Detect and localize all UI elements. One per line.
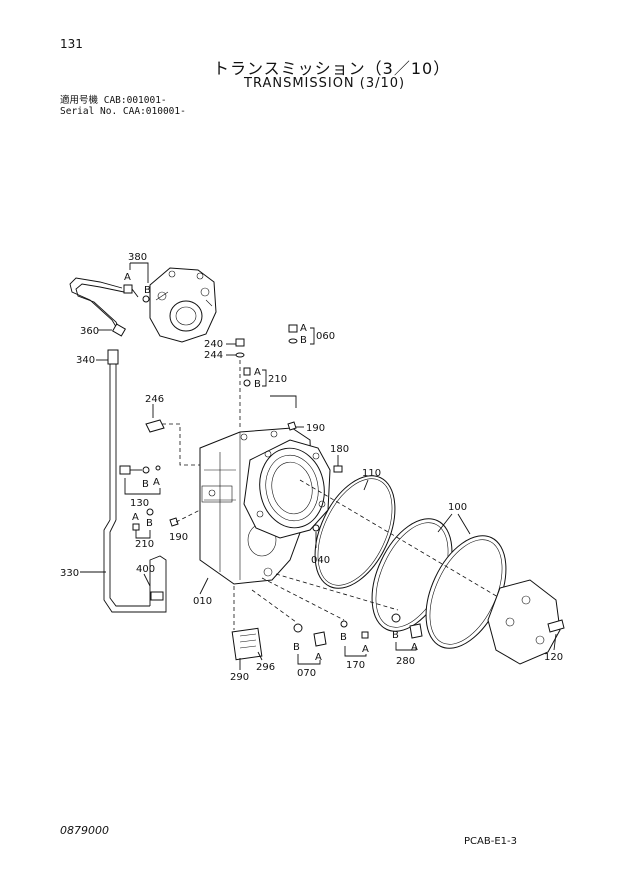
- callout-330: 330: [60, 568, 79, 579]
- document-code: 0879000: [60, 824, 109, 837]
- letter-a-130: A: [153, 477, 160, 488]
- callout-210b: 210: [135, 539, 154, 550]
- callout-070: 070: [297, 668, 316, 679]
- title-english: TRANSMISSION (3/10): [244, 76, 406, 91]
- washer-380-b: [142, 295, 150, 303]
- callout-110: 110: [362, 468, 381, 479]
- callout-280: 280: [396, 656, 415, 667]
- callout-130: 130: [130, 498, 149, 509]
- letter-a-170: A: [362, 644, 369, 655]
- sensor-246: [145, 419, 165, 433]
- letter-a-210b: A: [132, 512, 139, 523]
- letter-b-060: B: [300, 335, 307, 346]
- callout-100: 100: [448, 502, 467, 513]
- bolt-120: [547, 619, 565, 633]
- pipe-360: [69, 277, 127, 337]
- right-housing-fragment: [487, 579, 561, 665]
- pump-housing: [149, 267, 217, 343]
- bell-housing: [243, 439, 331, 539]
- callout-180: 180: [330, 444, 349, 455]
- letter-b-170: B: [340, 632, 347, 643]
- letter-b-210a: B: [254, 379, 261, 390]
- callout-400: 400: [136, 564, 155, 575]
- fitting-340: [107, 349, 119, 365]
- callout-060: 060: [316, 331, 335, 342]
- callout-120: 120: [544, 652, 563, 663]
- letter-b-210b: B: [146, 518, 153, 529]
- plug-070: [313, 631, 327, 647]
- strainer-290: [231, 627, 263, 661]
- letter-b-130: B: [142, 479, 149, 490]
- callout-040: 040: [311, 555, 330, 566]
- callout-340: 340: [76, 355, 95, 366]
- callout-246: 246: [145, 394, 164, 405]
- title-japanese: トランスミッション（3／10）: [213, 59, 451, 78]
- serial-line-2: Serial No. CAA:010001-: [60, 106, 186, 117]
- page-reference: PCAB-E1-3: [464, 836, 517, 847]
- serial-line-1: 適用号機 CAB:001001-: [60, 95, 167, 106]
- letter-b-380: B: [144, 285, 151, 296]
- callout-244: 244: [204, 350, 223, 361]
- plug-280: [409, 623, 423, 639]
- callout-190b: 190: [169, 532, 188, 543]
- letter-a-380: A: [124, 272, 131, 283]
- letter-a-280: A: [411, 642, 418, 653]
- bolt-380-a: [123, 284, 133, 294]
- callout-240: 240: [204, 339, 223, 350]
- callout-010: 010: [193, 596, 212, 607]
- letter-b-280: B: [392, 630, 399, 641]
- letter-a-210a: A: [254, 367, 261, 378]
- callout-170: 170: [346, 660, 365, 671]
- callout-360: 360: [80, 326, 99, 337]
- callout-296: 296: [256, 662, 275, 673]
- letter-a-060: A: [300, 323, 307, 334]
- callout-210a: 210: [268, 374, 287, 385]
- bolt-130: [119, 465, 131, 475]
- page-number: 131: [60, 37, 83, 51]
- letter-a-070: A: [315, 652, 322, 663]
- callout-190a: 190: [306, 423, 325, 434]
- callout-290: 290: [230, 672, 249, 683]
- letter-b-070: B: [293, 642, 300, 653]
- callout-380: 380: [128, 252, 147, 263]
